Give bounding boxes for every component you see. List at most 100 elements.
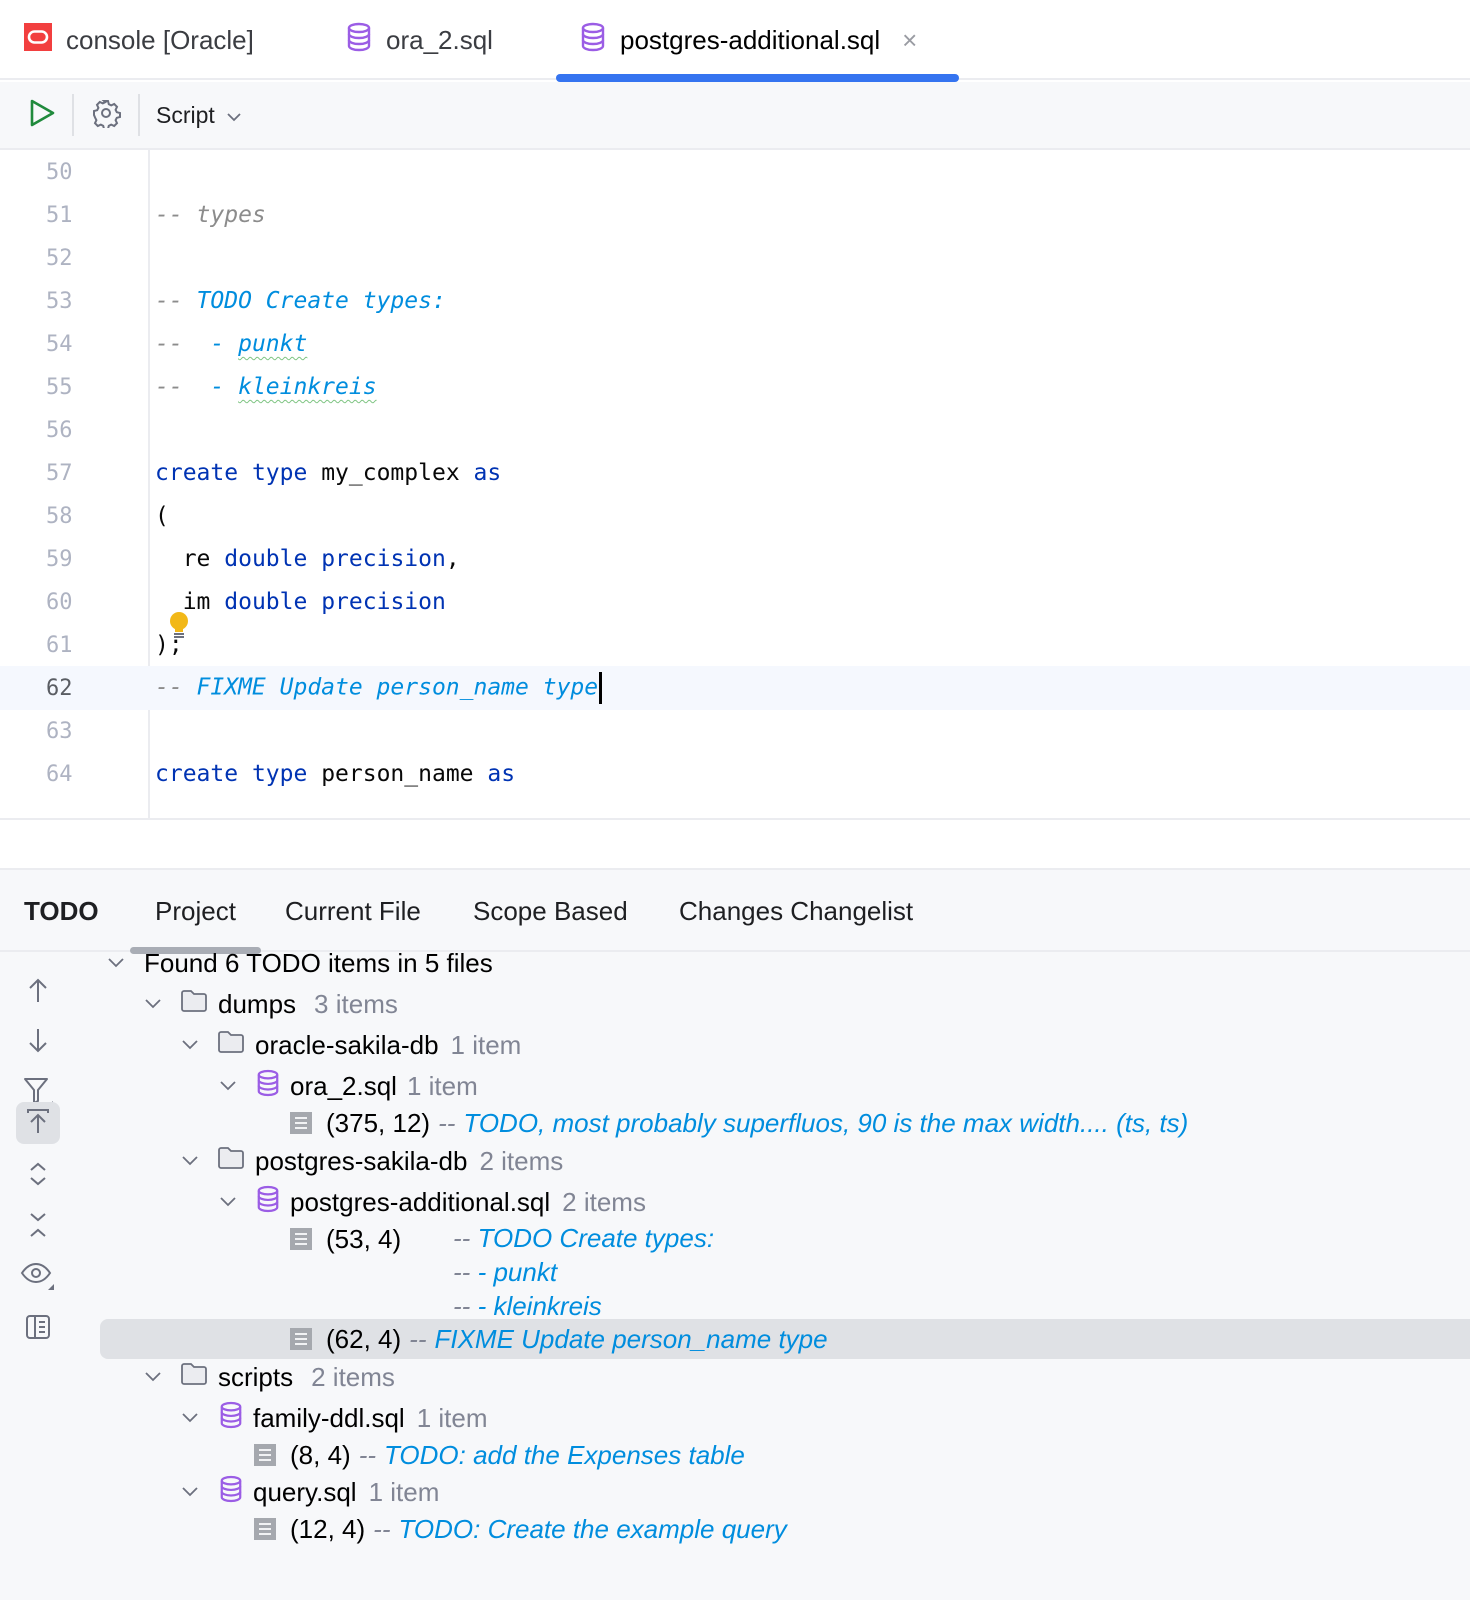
- keyword: type: [251, 460, 308, 486]
- chevron-down-icon[interactable]: [179, 1481, 201, 1503]
- comment: types: [196, 202, 266, 228]
- tab-console-oracle[interactable]: console [Oracle]: [24, 0, 254, 80]
- todo-item-selected[interactable]: (62, 4) -- FIXME Update person_name type: [0, 1319, 1470, 1359]
- keyword: type: [251, 761, 308, 787]
- todo-item[interactable]: (12, 4) -- TODO: Create the example quer…: [0, 1511, 1470, 1547]
- script-mode-dropdown[interactable]: Script: [150, 102, 243, 129]
- next-occurrence-button[interactable]: [16, 1021, 60, 1065]
- chevron-down-icon[interactable]: [179, 1407, 201, 1429]
- keyword: precision: [321, 589, 446, 615]
- tab-ora-2-sql[interactable]: ora_2.sql: [346, 0, 493, 80]
- line-number: 64: [46, 761, 73, 787]
- collapse-all-button[interactable]: [16, 1205, 60, 1249]
- comment-prefix: --: [453, 1223, 471, 1253]
- arrow-up-icon: [26, 976, 50, 1009]
- line-number: 52: [46, 245, 73, 271]
- fixme-comment: FIXME Update person_name type: [196, 674, 599, 701]
- chevron-down-icon[interactable]: [142, 1366, 164, 1388]
- line-number: 57: [46, 460, 73, 486]
- previous-occurrence-button[interactable]: [16, 970, 60, 1014]
- expand-all-icon: [26, 1159, 50, 1194]
- line-number: 58: [46, 503, 73, 529]
- tree-file-ora-2-sql[interactable]: ora_2.sql 1 item: [0, 1068, 1470, 1104]
- todo-item[interactable]: (375, 12) -- TODO, most probably superfl…: [0, 1105, 1470, 1141]
- tree-root[interactable]: Found 6 TODO items in 5 files: [0, 945, 1470, 981]
- tab-label: postgres-additional.sql: [620, 24, 881, 55]
- todo-panel-title: TODO: [24, 895, 99, 926]
- comment-prefix: --: [155, 288, 197, 314]
- tree-file-family-ddl-sql[interactable]: family-ddl.sql 1 item: [0, 1400, 1470, 1436]
- item-count: 2 items: [562, 1186, 646, 1217]
- item-count: 1 item: [416, 1402, 488, 1433]
- todo-tab-bar: TODO Project Current File Scope Based Ch…: [0, 870, 1470, 954]
- eye-icon: [20, 1260, 56, 1297]
- chevron-down-icon: [225, 102, 243, 129]
- settings-button[interactable]: [82, 91, 130, 139]
- code-line: 51 -- types: [0, 193, 1470, 237]
- chevron-down-icon[interactable]: [217, 1191, 239, 1213]
- todo-text: TODO: add the Expenses table: [384, 1439, 745, 1470]
- chevron-down-icon[interactable]: [105, 952, 127, 974]
- gear-icon: [91, 98, 121, 133]
- todo-item-icon: [290, 1328, 312, 1350]
- close-tab-icon[interactable]: ×: [902, 24, 918, 55]
- preview-panel-icon: [25, 1314, 51, 1345]
- identifier: im: [155, 589, 225, 615]
- intention-lightbulb-icon[interactable]: [168, 611, 190, 646]
- tab-postgres-additional-sql[interactable]: postgres-additional.sql ×: [556, 0, 959, 82]
- run-button[interactable]: [16, 91, 68, 139]
- toolbar-separator: [72, 94, 74, 136]
- view-options-button[interactable]: [16, 1256, 60, 1300]
- preview-panel-button[interactable]: [16, 1307, 60, 1351]
- todo-location: (375, 12): [326, 1107, 431, 1138]
- todo-text: - punkt: [477, 1257, 558, 1287]
- line-number: 63: [46, 718, 73, 744]
- chevron-down-icon[interactable]: [217, 1075, 239, 1097]
- chevron-down-icon[interactable]: [179, 1150, 201, 1172]
- collapse-all-icon: [26, 1210, 50, 1245]
- todo-text: TODO, most probably superfluos, 90 is th…: [463, 1107, 1189, 1138]
- line-number: 51: [46, 202, 73, 228]
- todo-location: (53, 4): [326, 1223, 402, 1254]
- item-count: 1 item: [368, 1476, 440, 1507]
- chevron-down-icon[interactable]: [179, 1034, 201, 1056]
- file-name: postgres-additional.sql: [290, 1186, 551, 1217]
- tab-changes-changelist[interactable]: Changes Changelist: [679, 895, 914, 926]
- active-tab-indicator: [556, 74, 959, 82]
- tree-folder-scripts[interactable]: scripts 2 items: [0, 1359, 1470, 1395]
- keyword: double: [224, 546, 308, 572]
- line-number: 61: [46, 632, 73, 658]
- line-number: 56: [46, 417, 73, 443]
- code-line: 52: [0, 236, 1470, 280]
- line-number: 59: [46, 546, 73, 572]
- keyword: precision: [321, 546, 446, 572]
- expand-all-button[interactable]: [16, 1154, 60, 1198]
- todo-item[interactable]: (8, 4) -- TODO: add the Expenses table: [0, 1437, 1470, 1473]
- tab-label: ora_2.sql: [386, 24, 493, 55]
- folder-name: postgres-sakila-db: [255, 1145, 468, 1176]
- todo-item-multiline[interactable]: (53, 4) -- TODO Create types: -- - punkt…: [0, 1221, 1470, 1321]
- tab-project[interactable]: Project: [130, 870, 261, 954]
- tree-root-label: Found 6 TODO items in 5 files: [144, 947, 493, 978]
- tree-file-postgres-additional-sql[interactable]: postgres-additional.sql 2 items: [0, 1184, 1470, 1220]
- tree-folder-dumps[interactable]: dumps 3 items: [0, 986, 1470, 1022]
- tab-scope-based[interactable]: Scope Based: [473, 895, 628, 926]
- tree-folder-oracle-sakila-db[interactable]: oracle-sakila-db 1 item: [0, 1027, 1470, 1063]
- tab-label: console [Oracle]: [66, 24, 254, 55]
- comment-prefix: --: [155, 331, 211, 357]
- line-number: 50: [46, 159, 73, 185]
- todo-text: TODO: Create the example query: [398, 1513, 787, 1544]
- chevron-down-icon[interactable]: [142, 993, 164, 1015]
- keyword: as: [487, 761, 516, 787]
- line-number: 54: [46, 331, 73, 357]
- code-line: 61 );: [0, 612, 1470, 667]
- tab-current-file[interactable]: Current File: [285, 895, 421, 926]
- keyword: double: [224, 589, 308, 615]
- code-editor[interactable]: 50 51 -- types 52 53 -- TODO Create type…: [0, 150, 1470, 820]
- comment-prefix: --: [453, 1257, 471, 1287]
- gutter-divider: [148, 150, 150, 818]
- tree-file-query-sql[interactable]: query.sql 1 item: [0, 1474, 1470, 1510]
- autoscroll-to-source-button[interactable]: [16, 1102, 60, 1144]
- tree-folder-postgres-sakila-db[interactable]: postgres-sakila-db 2 items: [0, 1143, 1470, 1179]
- code-line: 56: [0, 408, 1470, 452]
